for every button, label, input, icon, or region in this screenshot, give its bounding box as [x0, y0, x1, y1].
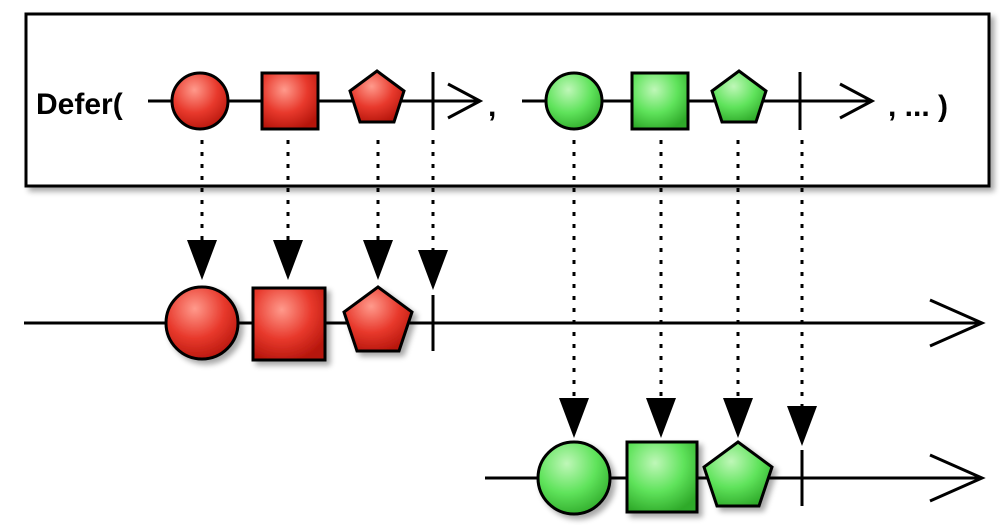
green-circle-marble [544, 71, 604, 131]
ellipsis-label: , ... ) [888, 90, 948, 123]
operator-label: Defer( [36, 88, 123, 121]
red-result-square [251, 286, 327, 362]
green-square-marble [630, 71, 690, 131]
arrowhead-green-complete [787, 406, 817, 446]
red-result-timeline [24, 285, 986, 362]
green-source-arrowhead [839, 82, 876, 120]
connector-arrowheads [187, 240, 817, 446]
arrowhead-red-circle [187, 240, 217, 280]
arrowhead-red-pentagon [363, 240, 393, 280]
green-result-circle [536, 440, 612, 516]
red-circle-marble [170, 71, 230, 131]
arrowhead-green-pentagon [723, 398, 753, 438]
red-source-timeline [148, 69, 484, 131]
red-source-arrowhead [447, 82, 484, 120]
arrowhead-red-complete [418, 250, 448, 290]
arrowhead-red-square [273, 240, 303, 280]
red-result-arrowhead [929, 298, 986, 348]
connector-arrows [200, 140, 804, 408]
green-result-arrowhead [929, 453, 986, 503]
green-result-timeline [485, 440, 986, 516]
red-pentagon-marble [348, 69, 406, 124]
green-result-pentagon [702, 440, 774, 508]
arrowhead-green-square [646, 398, 676, 438]
red-result-pentagon [342, 285, 414, 353]
arrowhead-green-circle [559, 398, 589, 438]
sequence-separator: , [488, 90, 496, 123]
green-source-timeline [522, 69, 876, 131]
green-result-square [625, 440, 699, 514]
red-result-circle [164, 285, 240, 361]
red-square-marble [260, 71, 320, 131]
green-pentagon-marble [710, 69, 768, 124]
